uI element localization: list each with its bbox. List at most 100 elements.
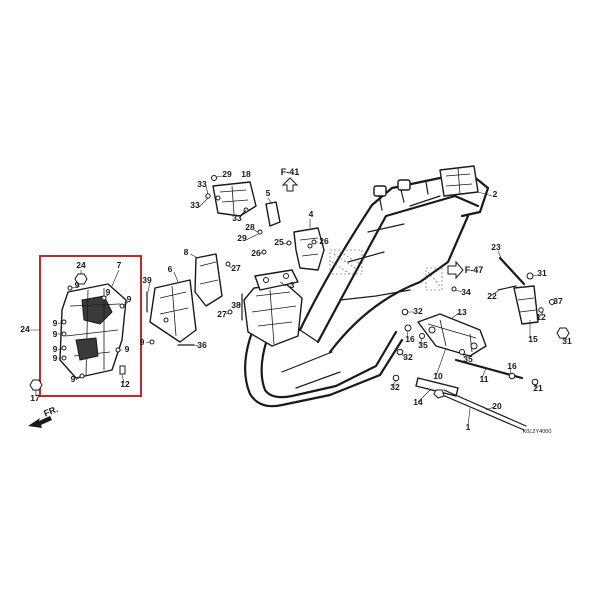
callout-number: 34 [461, 287, 471, 297]
screw-27 [227, 309, 233, 315]
frame-cross-member-3 [409, 195, 441, 207]
hatched-area [425, 267, 443, 291]
bolt-34 [451, 286, 457, 292]
callout-number: 33 [190, 200, 200, 210]
nut-17 [29, 379, 43, 391]
leader-lines [30, 175, 565, 427]
frame-lower-rail [328, 214, 470, 354]
nut-26 [261, 249, 267, 255]
callout-number: 8 [184, 247, 189, 257]
bracket-2 [439, 165, 479, 197]
callout-number: 2 [493, 189, 498, 199]
nut-24 [74, 273, 88, 285]
right-arrow-icon [447, 260, 464, 280]
front-direction-indicator: FR. [28, 404, 59, 428]
callout-number: 17 [30, 393, 40, 403]
callout-number: 9 [140, 337, 145, 347]
callout-number: 4 [309, 209, 314, 219]
bracket-18 [212, 181, 257, 217]
callout-number: 23 [491, 242, 501, 252]
callout-number: 10 [433, 371, 443, 381]
callout-number: 31 [562, 336, 572, 346]
washer-16 [404, 324, 412, 332]
callout-number: 9 [71, 374, 76, 384]
bolt [215, 195, 221, 201]
pivot-arm-13 [417, 313, 487, 357]
callout-number: 37 [553, 296, 563, 306]
bracket-15 [513, 285, 539, 325]
collar-35 [419, 333, 425, 339]
hatched-area [329, 249, 363, 275]
nut-32 [396, 348, 404, 356]
callout-number: 9 [53, 318, 58, 328]
callout-number: 6 [168, 264, 173, 274]
callout-number: 31 [537, 268, 547, 278]
engine-hanger-7 [59, 283, 127, 379]
callout-number: 9 [53, 329, 58, 339]
washer-16 [508, 372, 516, 380]
frame-rear-loop [390, 170, 490, 218]
callout-number: 24 [76, 260, 86, 270]
up-arrow-icon [281, 177, 299, 192]
bolt-9 [61, 331, 67, 337]
screw-25 [286, 240, 292, 246]
collar-12 [119, 365, 126, 375]
callout-number: 29 [237, 233, 247, 243]
bolt-9 [61, 319, 67, 325]
screw-27 [225, 261, 231, 267]
frame-upper-rail-right [316, 194, 480, 344]
callout-number: 26 [251, 248, 261, 258]
bolt [263, 277, 269, 283]
callout-number: 9 [127, 294, 132, 304]
callout-number: 9 [53, 344, 58, 354]
nut-31 [556, 327, 570, 339]
callout-number: 33 [232, 213, 242, 223]
head-pipe-detail [251, 289, 297, 345]
nut-21 [531, 378, 539, 386]
callout-number: 13 [457, 307, 467, 317]
diagram-part-code: K0L2Y4000 [523, 429, 552, 435]
callout-number: 36 [197, 340, 207, 350]
callouts: 29 18 33 33 33 5 4 28 29 25 26 26 8 27 6… [20, 169, 572, 432]
bolt-9 [67, 285, 73, 291]
rear-frame-boss [373, 185, 387, 197]
reference-f41: F-41 [281, 167, 300, 192]
front-arrow-icon [28, 416, 52, 428]
callout-number: 7 [117, 260, 122, 270]
callout-number: 9 [125, 344, 130, 354]
callout-number: 16 [405, 334, 415, 344]
callout-number: 18 [241, 169, 251, 179]
frame-down-tube-inner [260, 316, 398, 399]
reference-f47: F-47 [447, 260, 483, 280]
head-pipe-bracket [243, 283, 303, 347]
callout-number: 32 [403, 352, 413, 362]
frame-cross-member-2 [367, 223, 405, 233]
callout-number: 12 [536, 312, 546, 322]
callout-number: 28 [245, 222, 255, 232]
bracket-4 [293, 227, 325, 271]
callout-number: 24 [20, 324, 30, 334]
clip-5 [265, 201, 281, 227]
callout-number: 9 [75, 280, 80, 290]
bolt-22 [497, 285, 517, 291]
reference-label: F-41 [281, 167, 300, 177]
through-bolt-1 [433, 389, 527, 431]
callout-number: 29 [222, 169, 232, 179]
bolt-9 [149, 339, 155, 345]
frame-cross-member-4 [339, 289, 411, 301]
callout-number: 35 [418, 340, 428, 350]
screw-29 [211, 175, 217, 181]
callout-number: 27 [231, 263, 241, 273]
bolt-9 [61, 355, 67, 361]
callout-number: 27 [217, 309, 227, 319]
callout-number: 39 [142, 275, 152, 285]
screw-28 [257, 229, 263, 235]
main-frame [244, 170, 490, 408]
callout-number: 26 [319, 236, 329, 246]
screw-33 [205, 193, 211, 199]
callout-number: 14 [413, 397, 423, 407]
callout-number: 11 [480, 374, 489, 384]
nut-32 [401, 308, 409, 316]
bolt-9 [79, 373, 85, 379]
bolt-23 [498, 256, 526, 286]
